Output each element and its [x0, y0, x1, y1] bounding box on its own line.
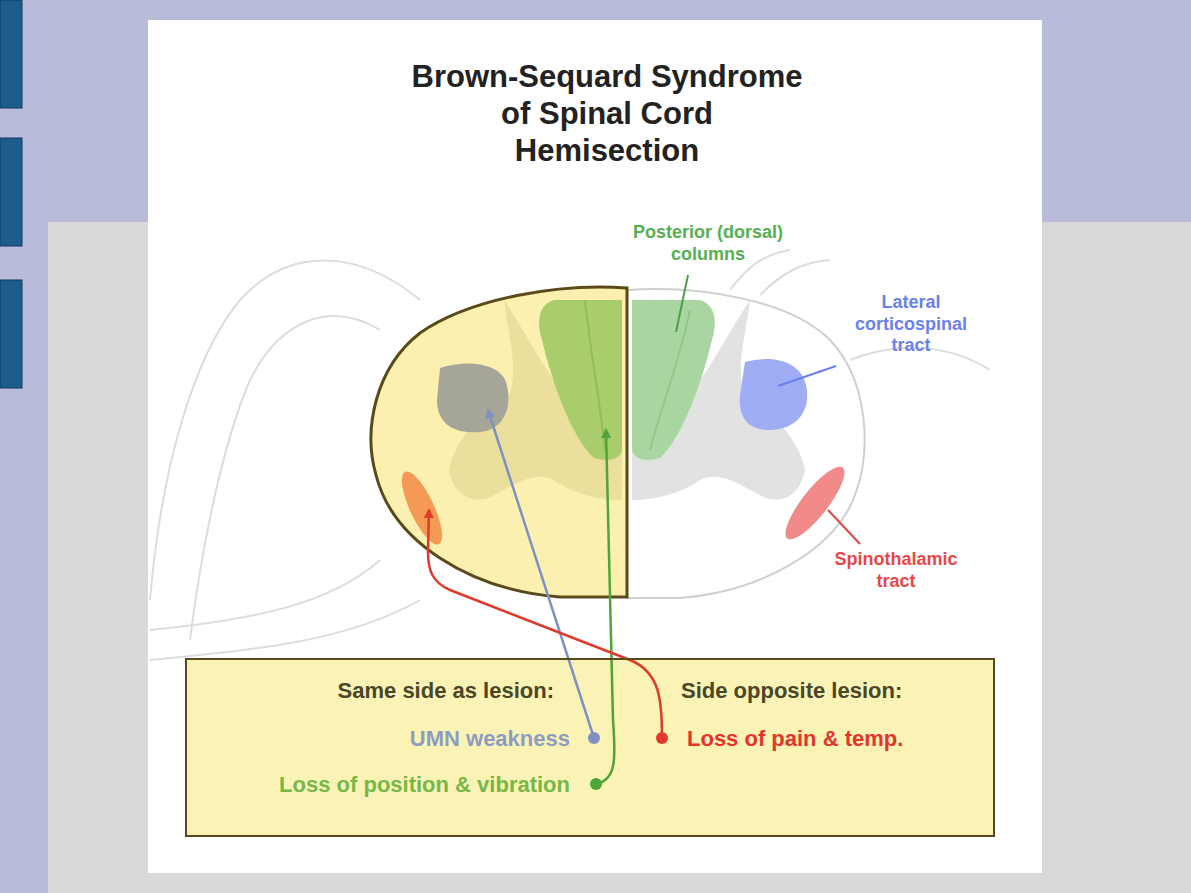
legend-panel: Same side as lesion:UMN weaknessLoss of … [185, 658, 995, 837]
corticospinal-tract [437, 364, 508, 433]
leader-line [778, 366, 836, 386]
leader-line [676, 275, 688, 332]
fasciculus-divider [650, 310, 690, 450]
legend-box-fill [185, 658, 995, 837]
dorsal-column [632, 300, 715, 460]
legend-heading: Side opposite lesion: [681, 678, 902, 704]
pointer-dot [588, 732, 600, 744]
legend-item: Loss of pain & temp. [687, 726, 903, 752]
pointer-arrow [428, 510, 662, 738]
tract-label: Posterior (dorsal) columns [608, 222, 808, 265]
pointer-dot [590, 778, 602, 790]
white-panel [148, 20, 1042, 873]
nerve-roots [150, 250, 990, 660]
legend-item: UMN weakness [410, 726, 570, 752]
pointer-arrow [596, 430, 614, 784]
cord-right-half [627, 289, 865, 598]
spinothalamic-tract [394, 467, 450, 550]
dorsal-column [539, 300, 622, 460]
pointer-dot [656, 732, 668, 744]
leader-line [828, 510, 860, 544]
diagram-title: Brown-Sequard Syndrome of Spinal Cord He… [407, 58, 807, 170]
tract-label: Lateral corticospinal tract [841, 292, 981, 357]
slide-tab [0, 280, 22, 388]
tract-label: Spinothalamic tract [816, 549, 976, 592]
legend-heading: Same side as lesion: [338, 678, 554, 704]
slide-tab [0, 138, 22, 246]
slide-tab [0, 0, 22, 108]
corticospinal-tract [740, 359, 807, 430]
spinothalamic-tract [777, 460, 853, 547]
fasciculus-divider [585, 300, 605, 450]
legend-item: Loss of position & vibration [279, 772, 570, 798]
